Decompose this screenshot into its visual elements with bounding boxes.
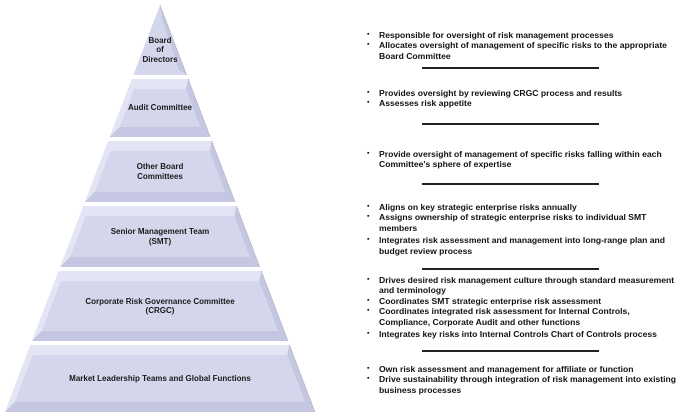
bullet-item: ▪Drives desired risk management culture … [367, 275, 675, 296]
separator-line [422, 183, 599, 185]
bullet-icon: ▪ [367, 203, 370, 210]
separator-line [422, 67, 599, 69]
tier-face [109, 79, 211, 137]
responsibilities-smt: ▪Aligns on key strategic enterprise risk… [367, 202, 679, 256]
bullet-item: ▪Integrates key risks into Internal Cont… [367, 329, 657, 340]
bullet-icon: ▪ [367, 150, 370, 157]
tier-edge [236, 205, 261, 268]
tier-bevel-bottom [60, 257, 260, 267]
tier-label-market-leadership-teams: Market Leadership Teams and Global Funct… [69, 373, 251, 383]
bullet-icon: ▪ [367, 375, 370, 383]
bullet-icon: ▪ [367, 213, 370, 221]
bullet-item: ▪Assigns ownership of strategic enterpri… [367, 212, 647, 233]
bullet-item: ▪Drive sustainability through integratio… [367, 374, 677, 395]
tier-bevel-top [131, 79, 189, 89]
bullet-item: ▪Provides oversight by reviewing CRGC pr… [367, 88, 623, 98]
tier-bevel-top [108, 141, 212, 151]
tier-bevel-left [84, 141, 111, 202]
responsibilities-market-leadership: ▪Own risk assessment and management for … [367, 364, 679, 395]
tier-bevel-bottom [5, 402, 315, 412]
tier-label-senior-management-team: Senior Management Team (SMT) [110, 227, 210, 246]
bullet-icon: ▪ [367, 296, 370, 304]
tier-bevel-left [60, 206, 86, 267]
tier-label-audit-committee: Audit Committee [128, 103, 192, 113]
pyramid-tier-other-board-committees [84, 140, 236, 203]
responsibilities-audit: ▪Provides oversight by reviewing CRGC pr… [367, 88, 679, 109]
tier-face [5, 345, 315, 412]
bullet-item: ▪Assesses risk appetite [367, 98, 472, 109]
bullet-icon: ▪ [367, 89, 370, 96]
tier-face [133, 5, 187, 75]
bullet-icon: ▪ [367, 31, 370, 38]
tier-face [84, 141, 236, 202]
tier-edge [211, 140, 236, 203]
tier-bevel-left [32, 271, 61, 341]
pyramid-tier-crgc [32, 270, 289, 342]
tier-bevel-bottom [32, 331, 288, 341]
tier-label-board-of-directors: Board of Directors [142, 35, 178, 64]
tier-edge [159, 4, 188, 76]
bullet-icon: ▪ [367, 330, 370, 338]
tier-bevel-right [234, 206, 260, 267]
tier-bevel-top [30, 345, 290, 355]
separator-line [422, 123, 599, 125]
tier-bevel-bottom [84, 192, 236, 202]
tier-bevel-left [5, 345, 33, 412]
responsibilities-board: ▪Responsible for oversight of risk manag… [367, 30, 679, 61]
pyramid-tier-senior-management-team [60, 205, 261, 268]
bullet-icon: ▪ [367, 307, 370, 315]
bullet-item: ▪Coordinates integrated risk assessment … [367, 306, 630, 327]
tier-bevel-right [209, 141, 236, 202]
bullet-icon: ▪ [367, 236, 370, 244]
tier-edge [260, 270, 289, 342]
bullet-item: ▪Responsible for oversight of risk manag… [367, 30, 614, 40]
separator-line [422, 268, 599, 270]
tier-label-crgc: Corporate Risk Governance Committee (CRG… [85, 296, 235, 316]
tier-bevel-right [287, 345, 315, 412]
bullet-item: ▪Integrates risk assessment and manageme… [367, 235, 666, 256]
tier-bevel-bottom [109, 127, 211, 137]
bullet-icon: ▪ [367, 99, 370, 107]
tier-bevel-left [109, 79, 135, 137]
responsibilities-other-board: ▪Provide oversight of management of spec… [367, 149, 679, 170]
governance-pyramid [5, 4, 316, 413]
bullet-item: ▪Own risk assessment and management for … [367, 364, 634, 374]
tier-face [32, 271, 288, 341]
separator-line [422, 350, 599, 352]
bullet-icon: ▪ [367, 276, 370, 283]
bullet-item: ▪Provide oversight of management of spec… [367, 149, 662, 170]
bullet-item: ▪Allocates oversight of management of sp… [367, 40, 667, 61]
tier-bevel-top [83, 206, 237, 216]
bullet-item: ▪Coordinates SMT strategic enterprise ri… [367, 295, 602, 306]
tier-bevel-right [259, 271, 288, 341]
tier-bevel-right [185, 79, 211, 137]
pyramid-tier-audit-committee [109, 78, 211, 138]
bullet-icon: ▪ [367, 41, 370, 49]
tier-edge [187, 78, 211, 138]
tier-label-other-board-committees: Other Board Committees [136, 162, 184, 181]
bullet-item: ▪Aligns on key strategic enterprise risk… [367, 202, 577, 212]
tier-bevel-top [58, 271, 262, 281]
pyramid-tier-board-of-directors [133, 4, 188, 76]
responsibilities-crgc: ▪Drives desired risk management culture … [367, 275, 679, 339]
tier-face [60, 206, 260, 267]
pyramid-tier-market-leadership-teams [5, 344, 316, 413]
bullet-icon: ▪ [367, 365, 370, 372]
